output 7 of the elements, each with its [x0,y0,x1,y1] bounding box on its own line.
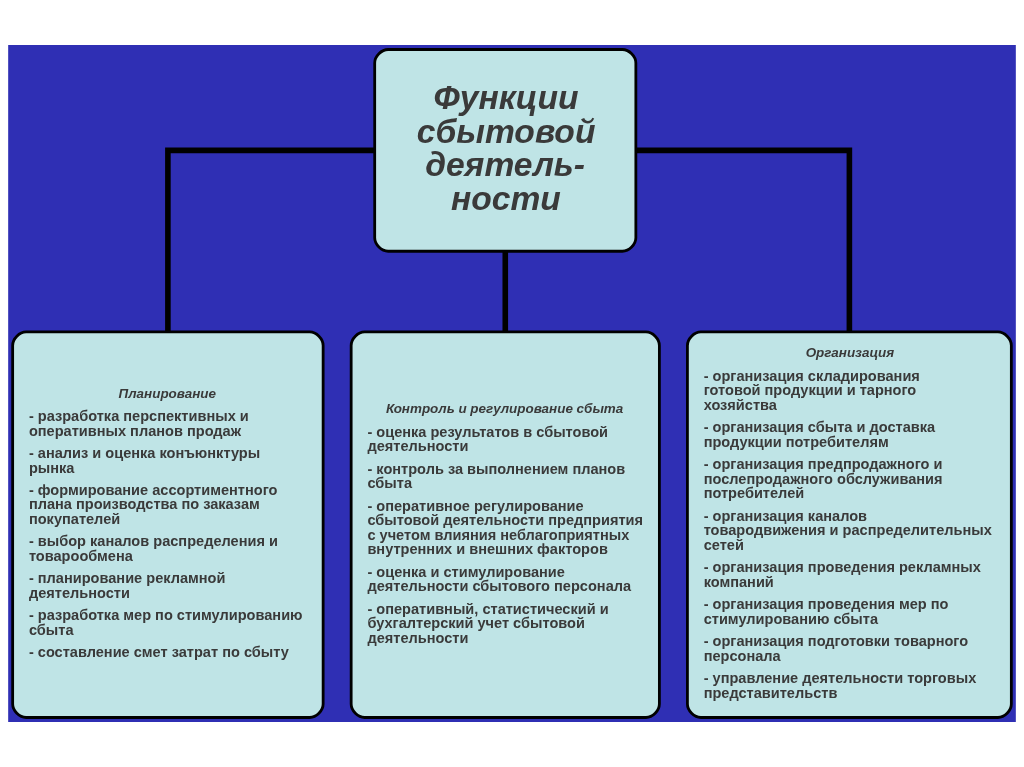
connector [165,147,375,332]
node-box: Организация - организация складирования готовой продукции и тарного хозяйства - организация сбыта и доставка продукции потребителям - организация предпродажного и послепродажного обслуживания потребителей - организация каналов товародвижения и распределительных сетей - организация проведения рекламных компаний - организация проведения мер по стимулированию сбыта - организация подготовки товарного персонала - управление деятельности торговых представительств [686,330,1013,719]
node-box: Планирование - разработка перспективных и оперативных планов продаж - анализ и оценка конъюнктуры рынка - формирование ассортиментного плана производства по заказам покупателей - выбор каналов распределения и товарообмена - планирование рекламной деятельности - разработка мер по стимулированию сбыта - составление смет затрат по сбыту [11,330,325,719]
node-box: Контроль и регулирование сбыта - оценка результатов в сбытовой деятельности - контроль за выполнением планов сбыта - оперативное регулирование сбытовой деятельности предприятия с учетом влияния неблагоприятных внутренних и внешних факторов - оценка и стимулирование деятельности сбытового персонала - оперативный, статистический и бухгалтерский учет сбытовой деятельности [349,330,661,719]
connector [502,251,509,332]
node-box: Функции сбытовой деятель- ности [373,48,638,253]
connector [635,147,853,332]
